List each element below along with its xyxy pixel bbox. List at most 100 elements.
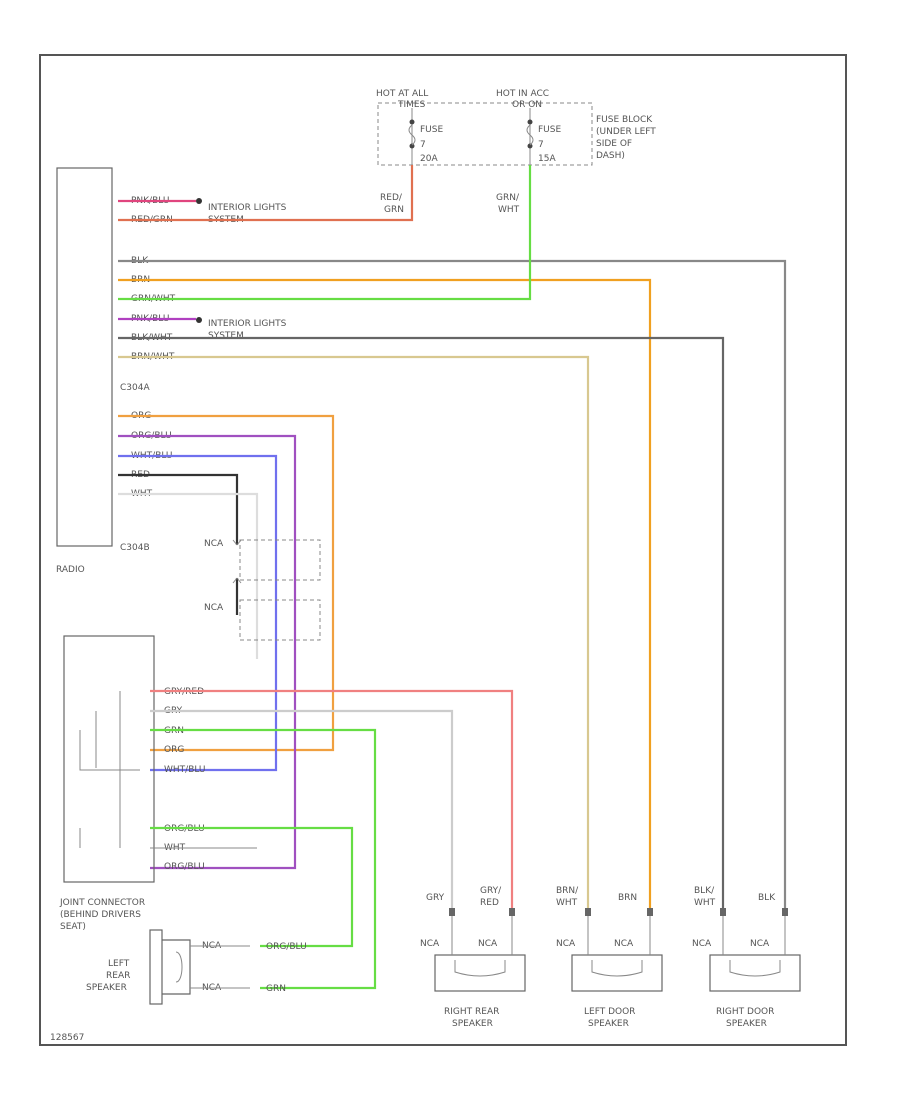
ld-nca-2: NCA — [614, 939, 634, 949]
joint-connector: JOINT CONNECTOR (BEHIND DRIVERS SEAT) — [59, 635, 155, 932]
fuse-block-outline — [377, 102, 593, 166]
left-rear-speaker-body — [149, 929, 163, 1005]
left-rear-speaker-cone — [162, 939, 191, 995]
rd-wire-label-1a: BLK/ — [694, 886, 715, 896]
left-door-speaker: BRN/ WHT BRN NCA NCA LEFT DOOR SPEAKER — [556, 886, 663, 1029]
fuse-block-label-4: DASH) — [596, 151, 625, 161]
rr-nca-1: NCA — [420, 939, 440, 949]
hot-in-acc-sub-label: OR ON — [512, 100, 542, 110]
wire-grn-joint — [150, 728, 377, 990]
lr-wire-label-2: GRN — [266, 984, 286, 994]
radio-label: RADIO — [56, 565, 85, 575]
fuse-right-number: 7 — [538, 140, 544, 150]
rd-nca-1: NCA — [692, 939, 712, 949]
fuse-left-node-top — [409, 119, 415, 125]
interior-lights-2-system: SYSTEM — [208, 331, 244, 341]
rd-wire-label-1b: WHT — [694, 898, 716, 908]
hot-in-acc-label: HOT IN ACC — [496, 89, 549, 99]
rd-wire-label-2: BLK — [758, 893, 776, 903]
nca-arrow-2 — [232, 577, 242, 584]
left-door-speaker-label-1: LEFT DOOR — [584, 1007, 635, 1017]
joint-pin-org-blu-2: ORG/BLU — [164, 862, 205, 872]
rd-nca-2: NCA — [750, 939, 770, 949]
joint-label-1: JOINT CONNECTOR — [59, 898, 145, 908]
wire-org — [118, 414, 335, 752]
lr-wire-label-1: ORG/BLU — [266, 942, 307, 952]
fuse-left-label: FUSE — [420, 125, 443, 135]
wire-label-grn-wht-b: WHT — [498, 205, 520, 215]
rr-wire-label-2b: RED — [480, 898, 499, 908]
fuse-left-node-bottom — [409, 143, 415, 149]
wire-red — [118, 473, 239, 545]
joint-connector-body — [63, 635, 155, 883]
ld-wire-label-1b: WHT — [556, 898, 578, 908]
lead-terminals — [449, 908, 788, 916]
left-rear-speaker-label-1: LEFT — [108, 959, 130, 969]
interior-lights-node-2 — [196, 317, 202, 323]
wire-wht-blu — [118, 454, 278, 772]
joint-pin-org: ORG — [164, 745, 184, 755]
rr-nca-2: NCA — [478, 939, 498, 949]
nca-block: NCA NCA — [204, 539, 321, 641]
fuse-block-label-2: (UNDER LEFT — [596, 127, 656, 137]
radio-connector-a: C304A — [120, 383, 150, 393]
left-rear-speaker: LEFT REAR SPEAKER NCA NCA ORG/BLU GRN — [86, 929, 307, 1005]
wire-wht — [118, 492, 259, 659]
fuse-block-label-3: SIDE OF — [596, 139, 632, 149]
joint-label-2: (BEHIND DRIVERS — [60, 910, 141, 920]
terminal — [449, 908, 455, 916]
rr-wire-label-2a: GRY/ — [480, 886, 502, 896]
wire-label-red-grn-a: RED/ — [380, 193, 403, 203]
wire-label-red-grn-b: GRN — [384, 205, 404, 215]
terminal — [509, 908, 515, 916]
fuse-right-label: FUSE — [538, 125, 561, 135]
diagram-frame — [39, 54, 847, 1046]
fuse-right-node-bottom — [527, 143, 533, 149]
radio: RADIO C304A C304B — [56, 167, 150, 575]
right-rear-speaker-cone — [454, 960, 506, 977]
fuse-right-node-top — [527, 119, 533, 125]
wire-blk-wht — [118, 336, 725, 912]
wires: RED/ GRN GRN/ WHT — [118, 165, 787, 912]
radio-body — [56, 167, 113, 547]
wire-brn-wht — [118, 355, 590, 912]
left-rear-speaker-label-2: REAR — [106, 971, 130, 981]
wire-red-grn — [118, 165, 414, 222]
terminal — [647, 908, 653, 916]
wire-label-grn-wht-a: GRN/ — [496, 193, 520, 203]
ld-wire-label-2: BRN — [618, 893, 637, 903]
wire-gry-red — [150, 689, 514, 912]
left-rear-speaker-coil — [175, 951, 183, 983]
fuse-block-label-1: FUSE BLOCK — [596, 115, 653, 125]
wire-brn — [118, 278, 652, 912]
terminal — [585, 908, 591, 916]
fuse-block: HOT AT ALL TIMES HOT IN ACC OR ON FUSE 7… — [376, 89, 656, 166]
hot-at-all-label: HOT AT ALL — [376, 89, 428, 99]
right-door-speaker: BLK/ WHT BLK NCA NCA RIGHT DOOR SPEAKER — [692, 886, 801, 1029]
joint-bus-c — [79, 730, 140, 771]
nca-connector-1 — [239, 539, 321, 581]
left-rear-speaker-label-3: SPEAKER — [86, 983, 127, 993]
right-door-speaker-label-1: RIGHT DOOR — [716, 1007, 774, 1017]
interior-lights-1: INTERIOR LIGHTS — [208, 203, 287, 213]
ld-wire-label-1a: BRN/ — [556, 886, 579, 896]
wire-grn-wht — [118, 165, 532, 301]
nca-label-1: NCA — [204, 539, 224, 549]
terminal — [782, 908, 788, 916]
left-door-speaker-body — [571, 954, 663, 992]
nca-label-2: NCA — [204, 603, 224, 613]
interior-lights-2: INTERIOR LIGHTS — [208, 319, 287, 329]
right-rear-speaker-label-1: RIGHT REAR — [444, 1007, 499, 1017]
radio-connector-b: C304B — [120, 543, 150, 553]
left-door-speaker-label-2: SPEAKER — [588, 1019, 629, 1029]
right-rear-speaker: GRY GRY/ RED NCA NCA RIGHT REAR SPEAKER — [420, 886, 526, 1029]
wire-org-blu — [118, 434, 297, 870]
fuse-left-number: 7 — [420, 140, 426, 150]
hot-at-all-sub-label: TIMES — [397, 100, 426, 110]
nca-connector-2 — [239, 599, 321, 641]
footer-code: 128567 — [50, 1033, 84, 1043]
ld-nca-1: NCA — [556, 939, 576, 949]
wire-blk — [118, 259, 787, 912]
